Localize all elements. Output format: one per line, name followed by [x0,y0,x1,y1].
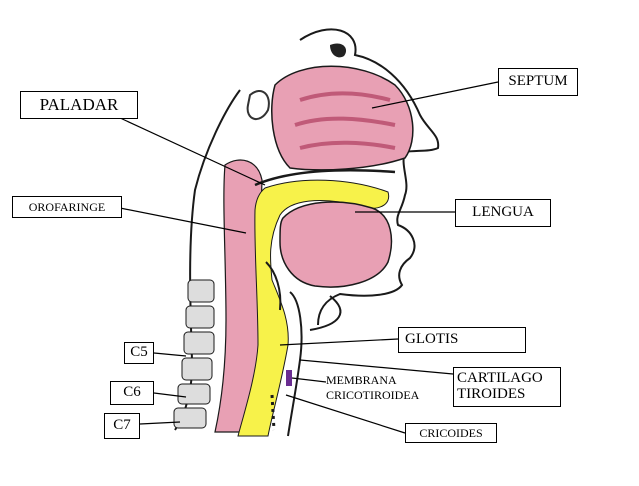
label-c7: C7 [104,413,140,439]
leader-membrana [291,377,327,383]
skull-base [246,90,270,120]
label-cartilago-line1: CARTILAGO [457,370,543,387]
label-orofaringe: OROFARINGE [12,196,122,218]
leader-c5 [153,352,187,357]
vertebra [181,357,213,381]
label-paladar-text: PALADAR [39,95,119,115]
leader-cricoides [285,394,406,434]
label-c6: C6 [110,381,154,405]
leader-orofaringe [119,207,247,234]
leader-glotis [279,338,399,346]
nasal-turbinate-2 [294,116,396,127]
face-outline [299,28,440,326]
cricoid-dots [270,394,276,431]
leader-paladar [117,116,266,186]
vertebra [185,305,215,329]
label-c7-text: C7 [113,417,131,434]
jaw-outline [309,295,342,331]
label-cricoides-text: CRICOIDES [419,425,483,440]
label-membrana-line2: CRICOTIROIDEA [326,388,420,402]
vertebra [173,407,207,429]
label-membrana: MEMBRANA CRICOTIROIDEA [326,373,419,403]
label-lengua: LENGUA [455,199,551,227]
larynx-wall [287,291,303,437]
vertebra [177,383,211,405]
label-septum: SEPTUM [498,68,578,96]
airway [237,179,390,437]
nasal-turbinate-1 [299,91,391,102]
leader-lines [117,81,499,434]
label-membrana-line1: MEMBRANA [326,373,397,387]
label-c6-text: C6 [123,384,141,401]
label-cartilago: CARTILAGO TIROIDES [453,367,561,407]
label-glotis-text: GLOTIS [405,331,459,348]
nasal-bone [330,43,347,58]
vertebra [183,331,215,355]
leader-c7 [139,421,181,425]
label-glotis: GLOTIS [398,327,526,353]
leader-cartilago [299,359,454,375]
vertebra [187,279,215,303]
label-cricoides: CRICOIDES [405,423,497,443]
epiglottis [265,261,282,311]
palate [254,168,396,187]
label-c5-text: C5 [130,344,148,361]
label-lengua-text: LENGUA [472,204,534,221]
label-paladar: PALADAR [20,91,138,119]
leader-septum [371,81,499,109]
leader-c6 [153,392,187,398]
cervical-spine [173,279,215,429]
label-c5: C5 [124,342,154,364]
label-orofaringe-text: OROFARINGE [28,199,106,214]
nasal-turbinate-3 [299,140,396,150]
cricothyroid-membrane [286,370,292,386]
tongue [279,201,393,288]
label-cartilago-line2: TIROIDES [457,386,526,402]
label-septum-text: SEPTUM [508,73,568,90]
